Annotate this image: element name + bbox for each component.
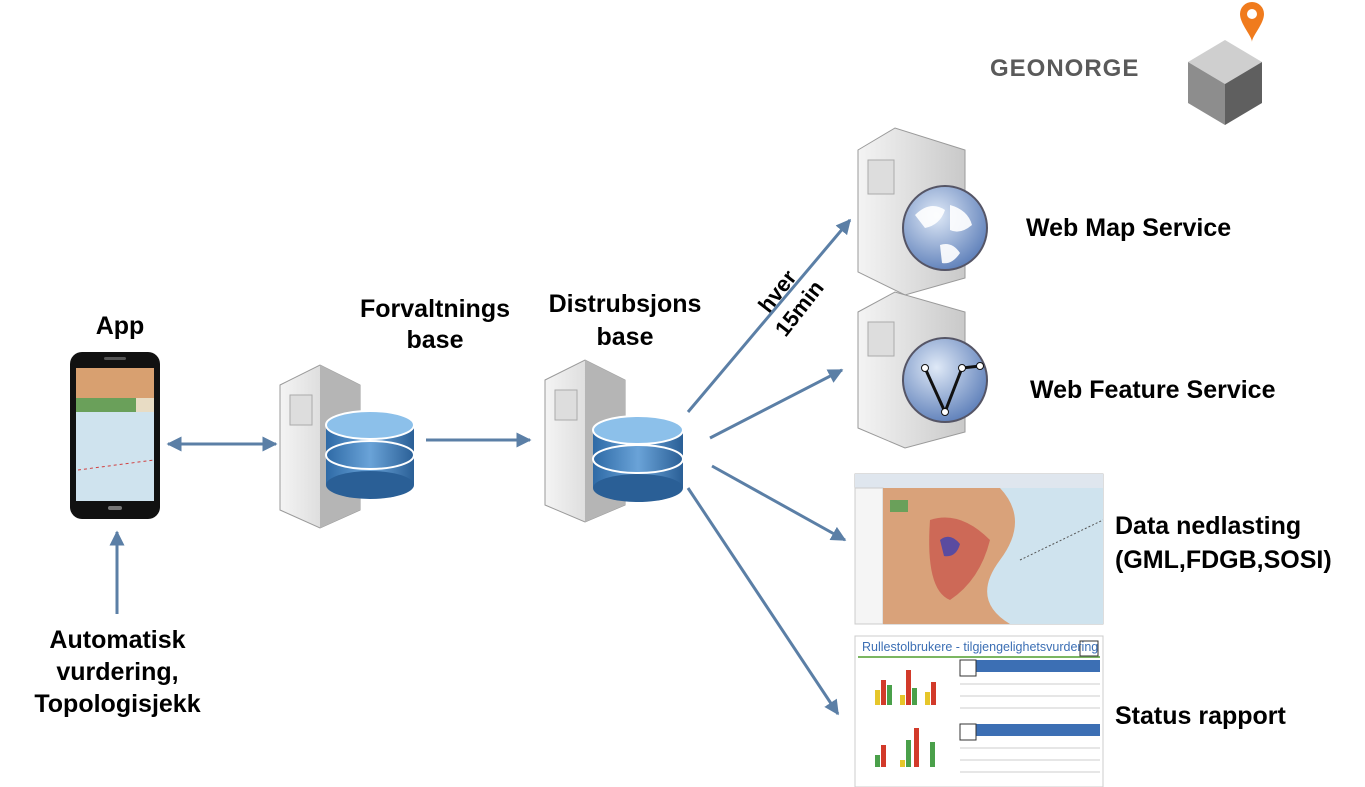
admin-database-icon: [325, 410, 415, 499]
download-label-2: (GML,FDGB,SOSI): [1115, 546, 1332, 574]
status-report-label: Status rapport: [1115, 702, 1286, 730]
report-thumb-title: Rullestolbrukere - tilgjengelighetsvurde…: [862, 640, 1099, 654]
app-label: App: [95, 312, 145, 340]
status-report-thumbnail: [854, 635, 1104, 787]
dist-database-icon: [592, 415, 684, 502]
brand-name: GEONORGE: [990, 55, 1140, 82]
arrow-dist-wfs: [709, 368, 844, 440]
auto-check-label-3: Topologisjekk: [34, 690, 201, 718]
wms-server-icon: [857, 127, 988, 296]
arrow-dist-wms: [686, 218, 852, 413]
phone-icon: [70, 352, 160, 519]
arrow-dist-download: [711, 464, 847, 542]
download-label-1: Data nedlasting: [1115, 512, 1302, 540]
admin-db-label-2: base: [406, 326, 464, 354]
report-bars-upper: [875, 670, 936, 705]
wfs-server-icon: [857, 291, 988, 449]
wms-label: Web Map Service: [1026, 214, 1232, 242]
geonorge-logo: [1188, 2, 1264, 125]
admin-db-label-1: Forvaltnings: [359, 295, 510, 323]
dist-db-label-2: base: [596, 323, 654, 351]
auto-check-label-1: Automatisk: [49, 626, 186, 654]
wfs-label: Web Feature Service: [1030, 376, 1276, 404]
dist-db-label-1: Distrubsjons: [548, 290, 702, 318]
map-download-thumbnail: [854, 473, 1104, 625]
auto-check-label-2: vurdering,: [56, 658, 179, 686]
arrow-dist-report: [686, 487, 840, 716]
report-bars-lower: [875, 728, 935, 767]
